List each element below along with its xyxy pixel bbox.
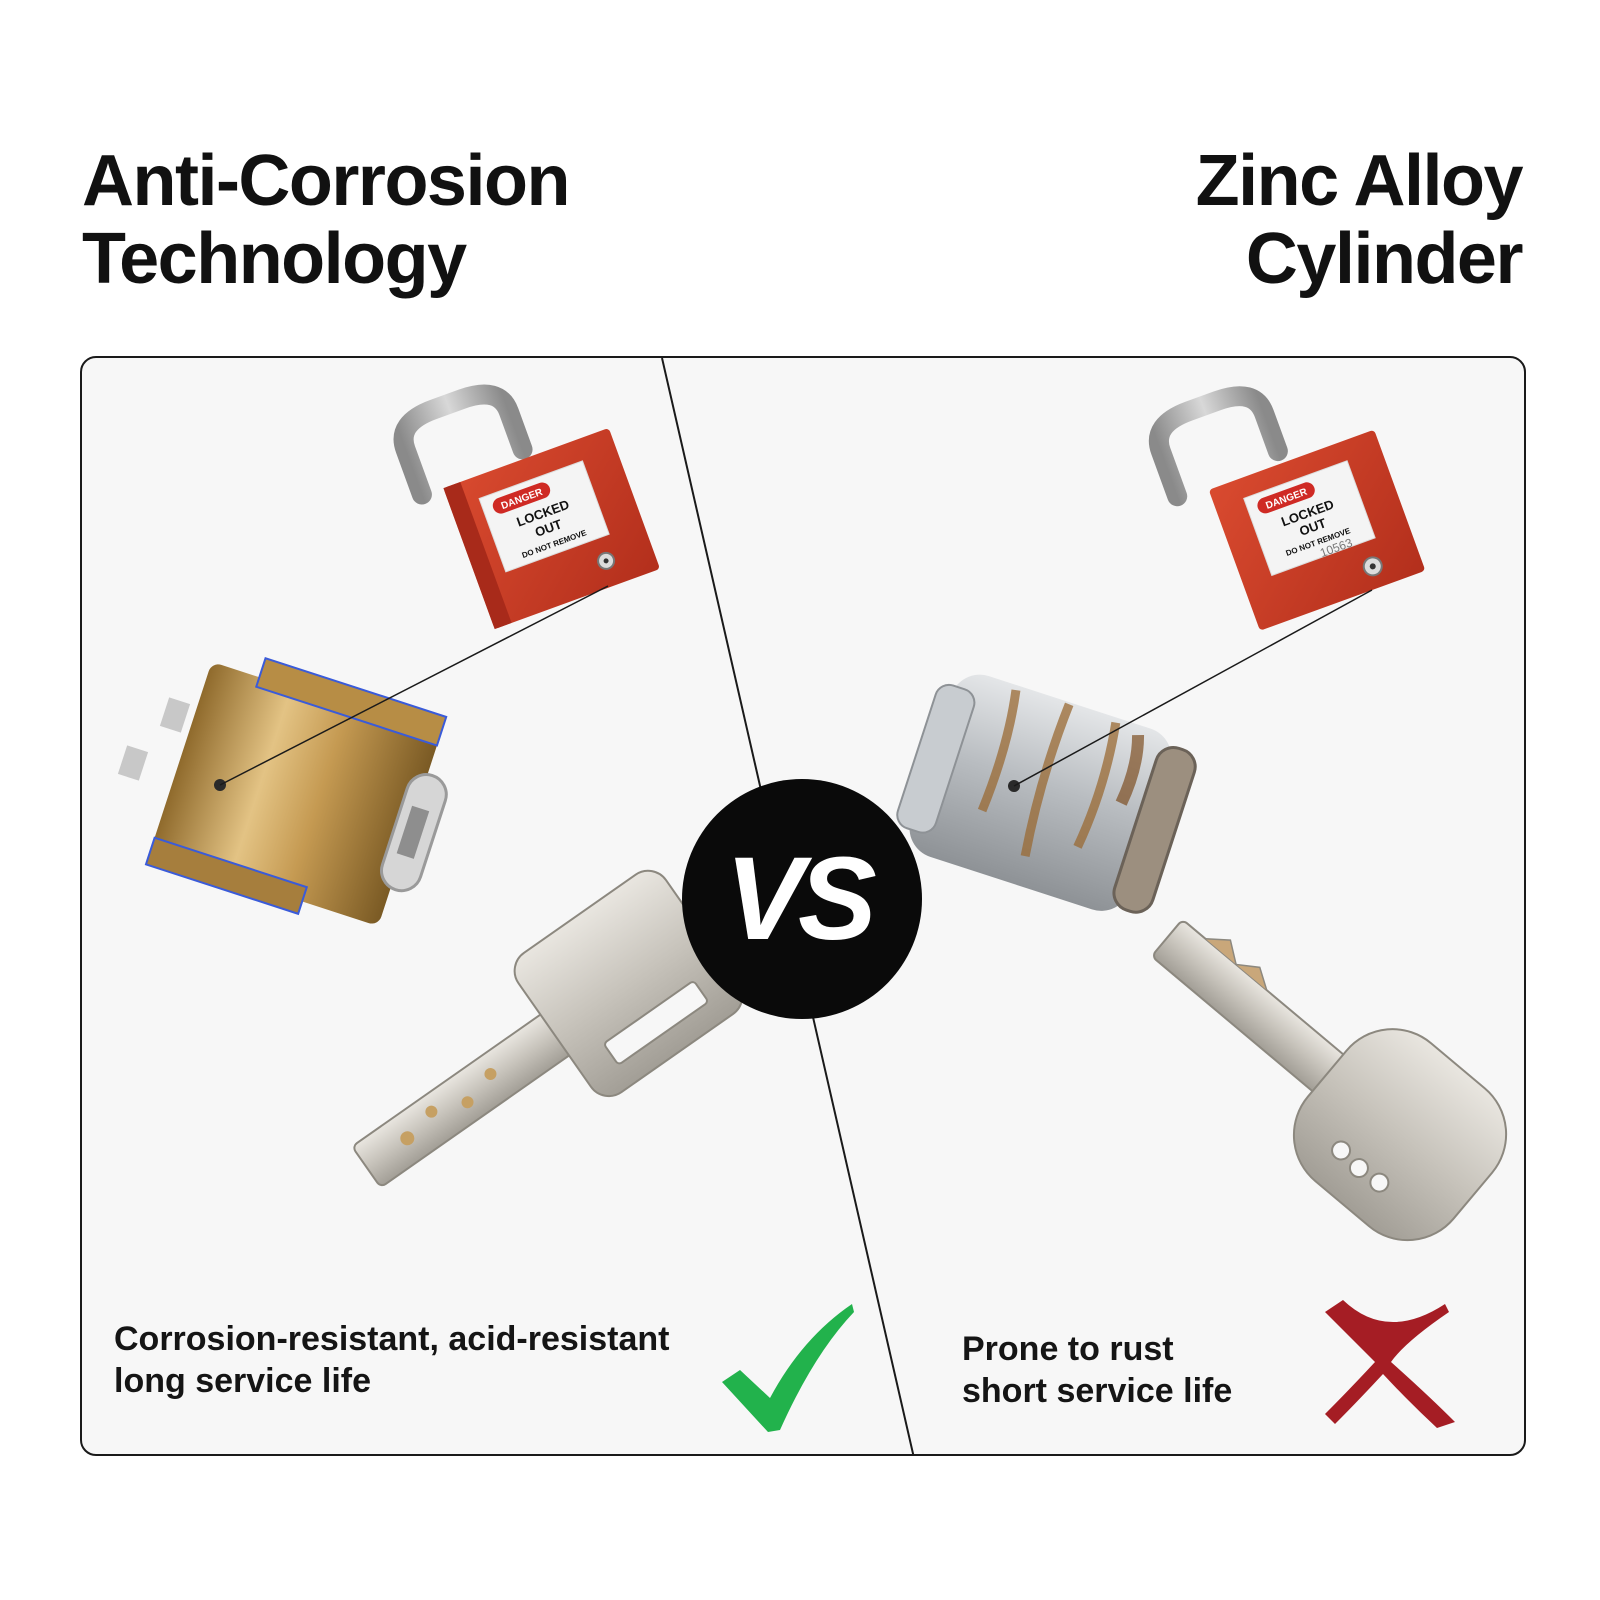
vs-label: VS [725, 833, 876, 965]
vs-badge: VS [682, 779, 922, 1019]
left-caption-line1: Corrosion-resistant, acid-resistant [114, 1320, 670, 1358]
left-padlock: DANGER LOCKED OUT DO NOT REMOVE [393, 384, 659, 630]
heading-anti-corrosion: Anti-Corrosion Technology [82, 141, 570, 299]
right-caption-line1: Prone to rust [962, 1330, 1174, 1368]
right-caption: Prone to rust short service life [962, 1328, 1232, 1412]
comparison-panel: DANGER LOCKED OUT DO NOT REMOVE [80, 356, 1526, 1456]
left-caption: Corrosion-resistant, acid-resistant long… [114, 1318, 669, 1402]
zinc-cylinder [896, 674, 1197, 914]
heading-left-line2: Technology [82, 219, 467, 299]
brass-cylinder [117, 656, 448, 924]
heading-left-line1: Anti-Corrosion [82, 141, 570, 221]
cross-icon [1325, 1300, 1455, 1428]
left-caption-line2: long service life [114, 1362, 371, 1400]
right-padlock: DANGER LOCKED OUT DO NOT REMOVE 10563 [1148, 386, 1425, 630]
heading-zinc-alloy: Zinc Alloy Cylinder [1195, 141, 1524, 299]
heading-right-line2: Cylinder [1245, 219, 1524, 299]
right-key [1153, 920, 1508, 1242]
check-icon [722, 1304, 854, 1432]
right-caption-line2: short service life [962, 1372, 1233, 1410]
heading-right-line1: Zinc Alloy [1195, 141, 1524, 221]
